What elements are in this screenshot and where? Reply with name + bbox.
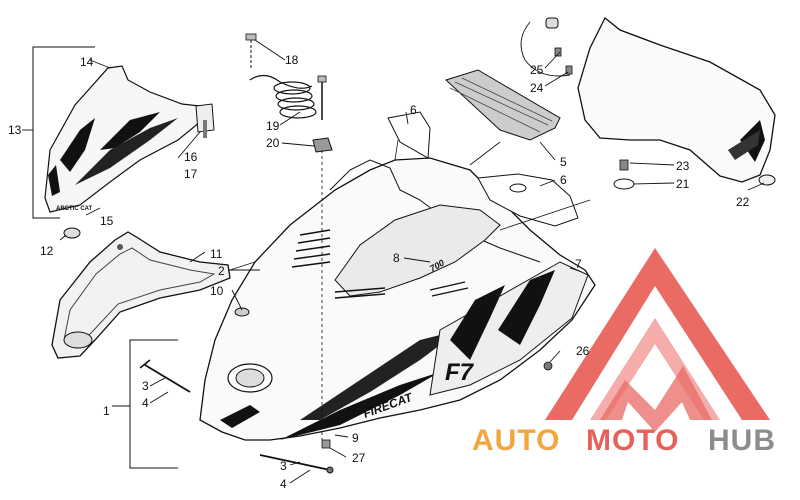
grommet-icon <box>613 178 635 190</box>
callout-25: 25 <box>530 63 544 77</box>
callout-13: 13 <box>8 123 22 137</box>
windshield-part <box>577 16 776 183</box>
callout-22: 22 <box>736 195 750 209</box>
side-deflector-right-part <box>477 173 579 227</box>
group-bracket-1 <box>112 339 178 469</box>
callout-18: 18 <box>285 53 299 67</box>
hood-rod-hardware <box>139 359 334 474</box>
callout-7: 7 <box>575 257 582 271</box>
nut-icon <box>545 17 559 29</box>
emblem-part <box>234 307 250 317</box>
screw-icon <box>543 361 553 371</box>
bolt-icon <box>245 33 257 41</box>
reference-lines <box>229 139 591 440</box>
callout-1: 1 <box>103 404 110 418</box>
callout-leaders <box>22 21 765 484</box>
callout-9: 9 <box>352 431 359 445</box>
arctic-cat-decal: ARCTIC CAT <box>56 206 93 212</box>
callout-15: 15 <box>100 214 114 228</box>
upper-hood-panel-part: ARCTIC CAT <box>44 65 215 213</box>
callout-14: 14 <box>80 55 94 69</box>
side-deflector-left-part <box>387 111 431 159</box>
nut-icon <box>321 439 331 449</box>
callout-19: 19 <box>266 119 280 133</box>
grommet-icon <box>63 227 81 239</box>
automotohub-logo: AUTO MOTO HUB <box>472 248 776 457</box>
callout-6-upper: 6 <box>410 103 417 117</box>
callout-5: 5 <box>560 155 567 169</box>
group-bracket-13 <box>32 46 95 219</box>
callout-16: 16 <box>184 150 198 164</box>
callout-3-lower: 3 <box>280 459 287 473</box>
light-harness-hardware <box>245 33 333 153</box>
callout-8: 8 <box>393 251 400 265</box>
callout-26: 26 <box>576 344 590 358</box>
callout-11: 11 <box>210 247 223 261</box>
vent-screen-part <box>445 69 561 141</box>
screw-icon <box>619 159 629 171</box>
callout-27: 27 <box>352 451 366 465</box>
triangle-logo-icon <box>545 248 770 432</box>
callout-20: 20 <box>266 136 280 150</box>
callout-6-lower: 6 <box>560 173 567 187</box>
screw-icon <box>554 47 562 57</box>
callout-12: 12 <box>40 244 54 258</box>
callout-2: 2 <box>218 264 225 278</box>
callout-3-upper: 3 <box>142 379 149 393</box>
callout-24: 24 <box>530 81 544 95</box>
screw-icon <box>203 120 207 138</box>
screw-icon <box>565 65 573 75</box>
callout-labels: 1 2 3 3 4 4 5 6 6 7 8 9 10 11 12 13 14 1… <box>8 53 750 491</box>
brand-moto: MOTO <box>586 424 679 457</box>
windshield-hardware <box>545 17 776 190</box>
brand-auto: AUTO <box>472 424 560 457</box>
callout-4-upper: 4 <box>142 396 149 410</box>
grommet-icon <box>758 174 776 186</box>
f7-decal: F7 <box>445 359 475 386</box>
callout-10: 10 <box>210 284 224 298</box>
main-hood-part: F7 FIRECAT 700 <box>199 157 596 449</box>
callout-17: 17 <box>184 167 198 181</box>
brand-hub: HUB <box>708 424 776 457</box>
hood-liner-part <box>51 231 231 359</box>
spring-harness-icon <box>249 74 317 119</box>
bolt-icon <box>317 75 327 83</box>
callout-23: 23 <box>676 159 690 173</box>
callout-4-lower: 4 <box>280 477 287 491</box>
callout-21: 21 <box>676 177 690 191</box>
